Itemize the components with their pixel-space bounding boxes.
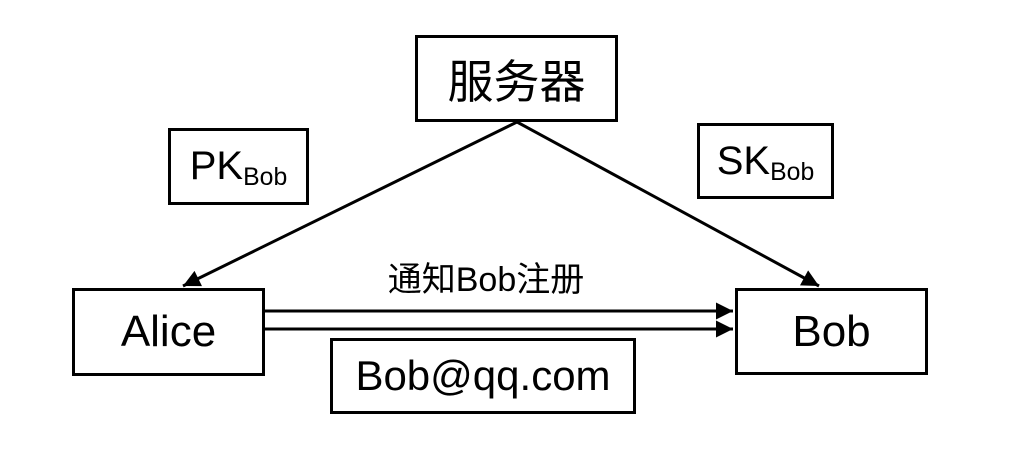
- bob-node: Bob: [735, 288, 928, 375]
- server-to-alice-arrow: [182, 120, 518, 288]
- email-address-label: Bob@qq.com: [355, 352, 611, 399]
- server-to-bob-arrow: [516, 120, 820, 288]
- pk-subscript-text: Bob: [243, 163, 288, 191]
- bob-node-label: Bob: [792, 306, 871, 356]
- pk-bob-key-label: PKBob: [189, 144, 288, 191]
- email-address-box: Bob@qq.com: [330, 338, 636, 414]
- alice-node: Alice: [72, 288, 265, 376]
- pk-bob-key-box: PKBob: [168, 128, 309, 205]
- sk-bob-key-label: SKBob: [716, 138, 815, 186]
- server-node: 服务器: [415, 35, 618, 122]
- alice-node-label: Alice: [120, 307, 217, 356]
- sk-subscript-text: Bob: [770, 158, 815, 186]
- server-node-label: 服务器: [447, 55, 586, 108]
- sk-bob-key-box: SKBob: [697, 123, 834, 199]
- notify-registration-label: 通知Bob注册: [387, 261, 585, 299]
- sk-base-text: SK: [716, 138, 771, 183]
- pk-base-text: PK: [189, 144, 244, 188]
